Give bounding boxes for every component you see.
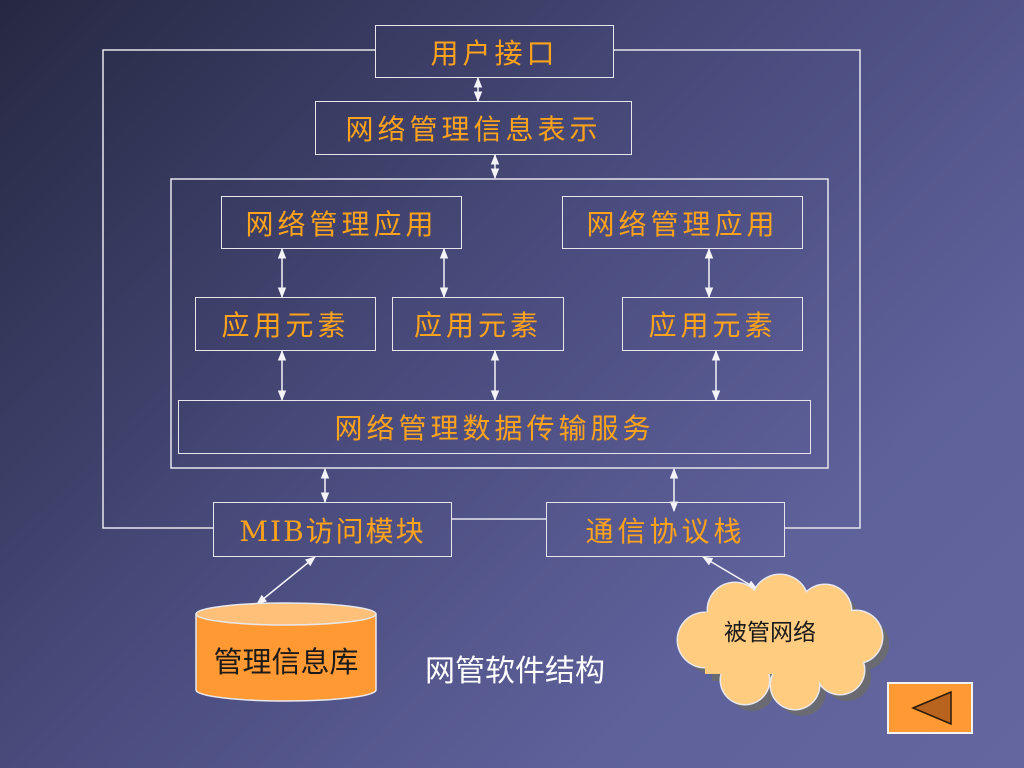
nm-application-right-box: 网络管理应用 bbox=[562, 196, 803, 249]
comm-protocol-stack-box: 通信协议栈 bbox=[546, 502, 785, 557]
arrow-mib-to-database bbox=[256, 556, 316, 605]
database-cylinder-icon bbox=[195, 602, 377, 702]
nm-data-transfer-service-box: 网络管理数据传输服务 bbox=[178, 400, 811, 454]
app-element-2-box: 应用元素 bbox=[392, 297, 564, 351]
app-element-3-box: 应用元素 bbox=[622, 297, 803, 351]
application-frame bbox=[170, 178, 829, 469]
arrow-stack-to-network bbox=[702, 556, 758, 590]
nm-info-presentation-box: 网络管理信息表示 bbox=[315, 101, 632, 155]
app-element-1-box: 应用元素 bbox=[195, 297, 376, 351]
nm-application-left-box: 网络管理应用 bbox=[221, 196, 462, 249]
user-interface-box: 用户接口 bbox=[375, 25, 614, 78]
cloud-icon bbox=[676, 573, 889, 716]
back-button[interactable] bbox=[887, 682, 973, 734]
managed-network-label: 被管网络 bbox=[724, 620, 816, 646]
mib-access-module-box: MIB访问模块 bbox=[213, 502, 452, 557]
left-triangle-icon bbox=[911, 690, 952, 726]
loop-line-left bbox=[102, 49, 375, 529]
diagram-caption: 网管软件结构 bbox=[425, 654, 605, 689]
loop-line-right bbox=[614, 49, 861, 529]
mib-database-label: 管理信息库 bbox=[213, 645, 359, 679]
